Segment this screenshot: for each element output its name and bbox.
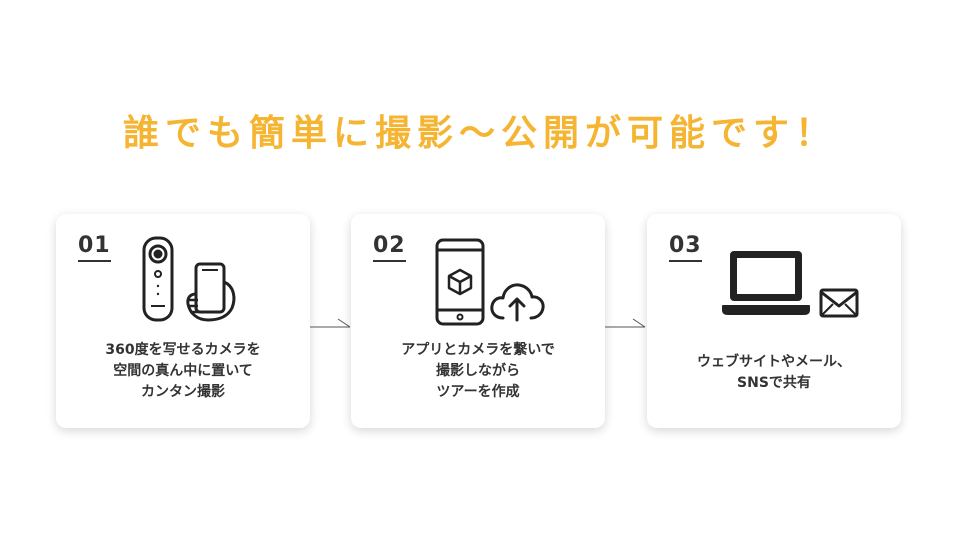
- step-number: 03: [669, 234, 702, 262]
- step-card-1: 01 360度を写せるカメラを 空間の真ん中に置いて: [56, 214, 310, 428]
- step-1-icons: [142, 236, 236, 322]
- step-description: 360度を写せるカメラを 空間の真ん中に置いて カンタン撮影: [56, 340, 310, 403]
- cloud-upload-icon: [490, 283, 545, 322]
- description-line: カンタン撮影: [141, 384, 225, 400]
- description-line: SNSで共有: [737, 375, 811, 391]
- step-connector: [605, 318, 646, 328]
- smartphone-in-hand-icon: [186, 262, 236, 322]
- description-line: ツアーを作成: [436, 384, 520, 400]
- step-description: ウェブサイトやメール、 SNSで共有: [647, 352, 901, 394]
- headline: 誰でも簡単に撮影～公開が可能です！: [122, 113, 837, 154]
- mail-envelope-icon: [819, 288, 859, 318]
- step-2-icons: [435, 238, 545, 326]
- description-line: 撮影しながら: [436, 363, 520, 379]
- 360-camera-icon: [142, 236, 174, 322]
- description-line: 空間の真ん中に置いて: [113, 363, 253, 379]
- step-number: 01: [78, 234, 111, 262]
- step-card-2: 02 アプリとカメラを繋いで 撮影しながら ツアーを作成: [351, 214, 605, 428]
- description-line: 360度を写せるカメラを: [105, 342, 261, 358]
- description-line: アプリとカメラを繋いで: [401, 342, 555, 358]
- step-description: アプリとカメラを繋いで 撮影しながら ツアーを作成: [351, 340, 605, 403]
- step-number: 02: [373, 234, 406, 262]
- step-3-icons: [722, 251, 859, 318]
- description-line: ウェブサイトやメール、: [697, 354, 851, 370]
- laptop-icon: [722, 251, 810, 315]
- step-card-3: 03 ウェブサイトやメール、 SNSで共有: [647, 214, 901, 428]
- step-connector: [310, 318, 351, 328]
- smartphone-3d-cube-icon: [435, 238, 485, 326]
